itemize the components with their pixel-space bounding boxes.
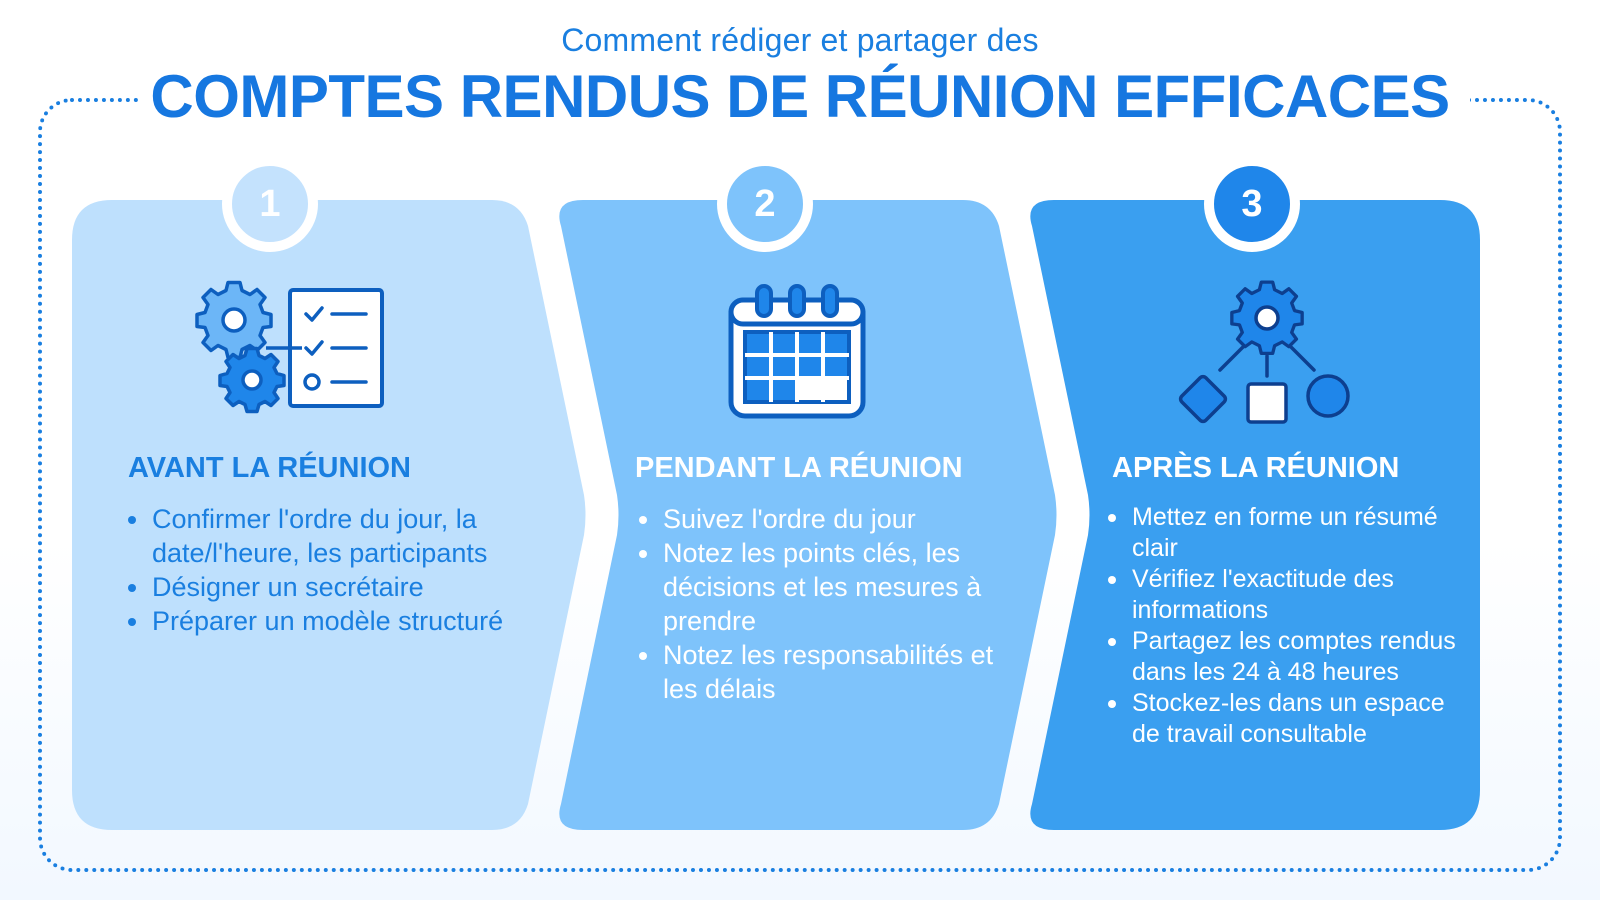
list-item: Désigner un secrétaire xyxy=(126,570,526,604)
step-card-before: 1 xyxy=(72,156,592,830)
title-backdrop xyxy=(140,80,1470,120)
step-card-after: 3 APRÈS LA RÉUNION Mettez en forme un ré… xyxy=(1024,156,1480,830)
step-number-badge: 2 xyxy=(717,156,813,252)
step-card-shape xyxy=(559,200,1057,830)
step-bullet-list: Mettez en forme un résumé clair Vérifiez… xyxy=(1106,502,1466,750)
step-title: AVANT LA RÉUNION xyxy=(128,452,412,484)
step-card-shape xyxy=(72,200,586,830)
step-number-badge: 1 xyxy=(222,156,318,252)
list-item: Partagez les comptes rendus dans les 24 … xyxy=(1106,626,1466,688)
list-item: Vérifiez l'exactitude des informations xyxy=(1106,564,1466,626)
gear-workflow-icon xyxy=(1172,280,1362,435)
list-item: Préparer un modèle structuré xyxy=(126,604,526,638)
step-number-badge: 3 xyxy=(1204,156,1300,252)
gears-checklist-icon xyxy=(194,280,394,425)
list-item: Stockez-les dans un espace de travail co… xyxy=(1106,688,1466,750)
list-item: Confirmer l'ordre du jour, la date/l'heu… xyxy=(126,502,526,570)
step-title: PENDANT LA RÉUNION xyxy=(635,452,963,484)
step-title: APRÈS LA RÉUNION xyxy=(1112,452,1400,484)
step-card-during: 2 PENDANT LA RÉUNION Suivez l'ordre du j… xyxy=(553,156,1065,830)
list-item: Suivez l'ordre du jour xyxy=(637,502,1007,536)
page-title: COMPTES RENDUS DE RÉUNION EFFICACES xyxy=(150,63,1450,130)
list-item: Notez les responsabilités et les délais xyxy=(637,638,1007,706)
list-item: Mettez en forme un résumé clair xyxy=(1106,502,1466,564)
calendar-icon xyxy=(725,284,869,429)
step-bullet-list: Suivez l'ordre du jour Notez les points … xyxy=(637,502,1007,706)
subtitle: Comment rédiger et partager des xyxy=(561,22,1039,58)
step-card-shape xyxy=(1030,200,1480,830)
list-item: Notez les points clés, les décisions et … xyxy=(637,536,1007,638)
step-bullet-list: Confirmer l'ordre du jour, la date/l'heu… xyxy=(126,502,526,638)
